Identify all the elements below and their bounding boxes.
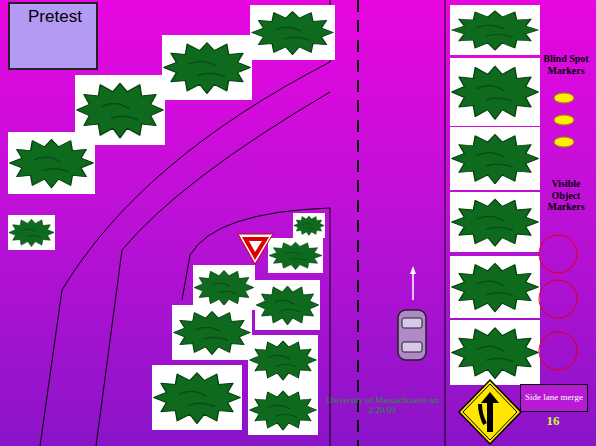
yield-sign xyxy=(238,234,273,264)
slide-number: 16 xyxy=(520,413,586,429)
caption-box: Side lane merge xyxy=(520,384,588,412)
visible-object-marker xyxy=(539,235,577,370)
box-text: Pretest xyxy=(28,7,82,27)
car xyxy=(398,310,426,360)
road-edge xyxy=(40,0,445,446)
watermark: University of Massachusetts on 2/20/09 xyxy=(322,396,442,416)
marker-heading: Blind Spot Markers xyxy=(540,53,592,76)
merge-sign xyxy=(459,380,521,444)
marker-heading: Visible Object Markers xyxy=(540,178,592,213)
box-text: Side lane merge xyxy=(525,393,583,402)
pretest-box: Pretest xyxy=(8,2,98,70)
blind-spot-marker xyxy=(554,93,574,147)
direction-arrow xyxy=(410,266,416,300)
center-line xyxy=(357,0,359,446)
